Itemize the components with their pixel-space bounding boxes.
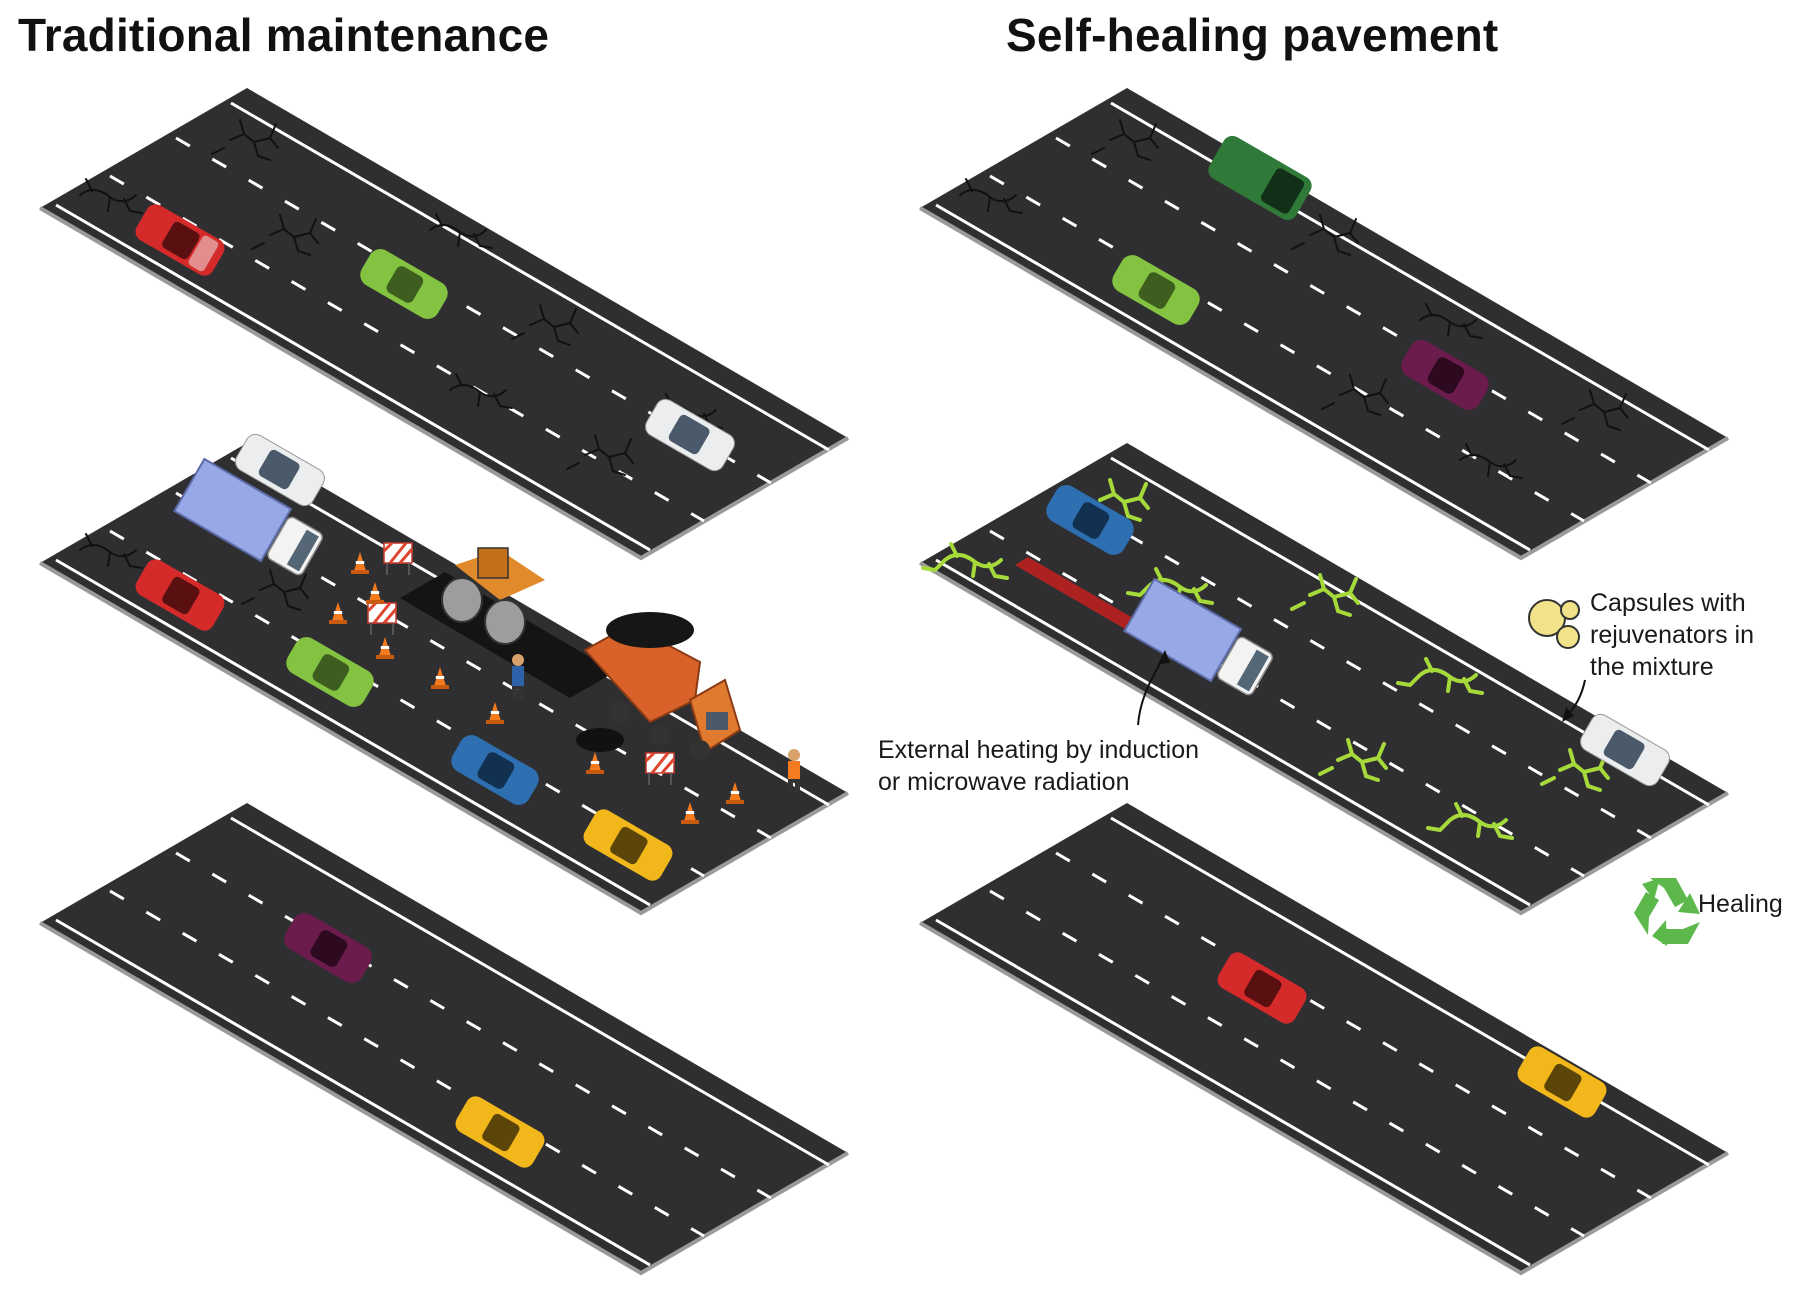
road-left-repaired (38, 803, 850, 1276)
white-car (1580, 713, 1670, 787)
capsules-line-3: the mixture (1590, 653, 1714, 681)
heating-beam (1015, 557, 1145, 633)
capsules-arrow-head (1562, 707, 1574, 722)
red-car (1217, 952, 1307, 1024)
external-heating-line-2: or microwave radiation (878, 768, 1130, 796)
white-car (645, 398, 735, 472)
external-heating-line-1: External heating by induction (878, 736, 1200, 764)
road-roller (441, 547, 545, 645)
recycle-icon (1634, 878, 1700, 946)
heating-truck (1123, 577, 1273, 696)
yellow-taxi (455, 1096, 545, 1168)
purple-car (284, 913, 372, 983)
asphalt-pile (576, 728, 624, 752)
blue-car (451, 735, 539, 805)
healing-label: Healing (1698, 890, 1783, 918)
worker-icon (512, 654, 800, 791)
self-healing-pavement-heading: Self-healing pavement (1006, 9, 1499, 61)
delivery-truck (173, 457, 323, 576)
capsules-line-1: Capsules with (1590, 589, 1746, 617)
green-van (1208, 135, 1312, 221)
red-car (135, 204, 225, 276)
white-car (235, 433, 325, 507)
capsules-line-2: rejuvenators in (1590, 621, 1754, 649)
heating-arrow-head (1158, 650, 1170, 664)
green-car (286, 637, 374, 707)
road-right-healing (918, 443, 1730, 916)
road-left-cracked (38, 88, 850, 561)
capsules-annotation: Capsules with rejuvenators in the mixtur… (1590, 587, 1754, 683)
external-heating-annotation: External heating by induction or microwa… (878, 734, 1199, 798)
purple-car (1401, 340, 1489, 410)
road-right-healed (918, 803, 1730, 1276)
dump-truck (583, 612, 742, 760)
green-car (1112, 255, 1200, 325)
yellow-taxi (583, 809, 673, 881)
yellow-taxi (1517, 1046, 1607, 1118)
red-car (135, 559, 225, 631)
capsules-icon (1528, 599, 1580, 649)
traditional-maintenance-heading: Traditional maintenance (18, 9, 550, 61)
blue-car (1046, 485, 1134, 555)
green-car (360, 249, 448, 319)
road-left-under-repair (38, 433, 850, 916)
road-right-cracked (918, 88, 1730, 561)
